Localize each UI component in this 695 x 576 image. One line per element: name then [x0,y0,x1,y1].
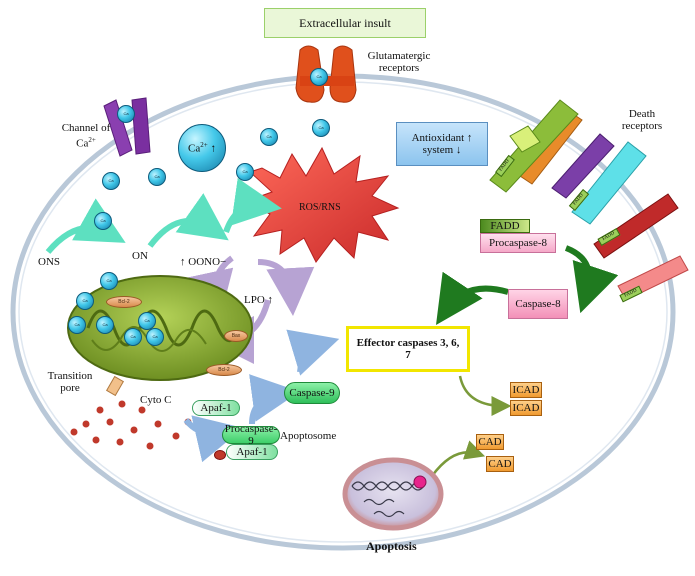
ros-rns-label: ROS/RNS [299,202,341,213]
apaf1-lower-pill: Apaf-1 [226,444,278,460]
cyto-c-label: Cyto C [140,394,172,406]
calcium-channel-shape [103,97,151,157]
apoptosome-label: Apoptosome [280,430,337,442]
calcium-ion-icon: Ca [96,316,114,334]
on-arrow [147,193,229,248]
oono-label: ↑ OONO− [180,256,227,268]
calcium-ion-icon: Ca [310,68,328,86]
calcium-ion-icon: Ca [260,128,278,146]
glutamatergic-receptors-label: Glutamatergic receptors [367,50,431,74]
calcium-ion-icon: Ca [76,292,94,310]
oono-arrow [223,178,282,234]
calcium-ion-icon: Ca [68,316,86,334]
antioxidant-system-box: Antioxidant ↑ system ↓ [396,122,488,166]
caspase9-pill: Caspase-9 [284,382,340,404]
lpo-label: LPO ↑ [244,294,274,306]
apoptosis-label: Apoptosis [366,539,417,553]
procaspase9-pill: Procaspase-9 [222,423,280,447]
caspase8-box: Caspase-8 [508,289,568,319]
fadd-box: FADD [480,219,530,233]
death-receptors-label: Death receptors [621,108,663,132]
calcium-ion-icon: Ca [138,312,156,330]
effector-icad-arrow [458,375,512,416]
calcium-ion-icon: Ca [146,328,164,346]
calcium-ion-icon: Ca [102,172,120,190]
icad-box-1: ICAD [510,382,542,398]
calcium-channel-label: Channel of Ca2+ [61,122,111,150]
ons-arrow [45,198,126,254]
cad-box-2: CAD [486,456,514,472]
dna-cleavage-point [413,475,427,489]
dna-cad-arrow [430,440,486,477]
caspase8-arrow [436,271,509,325]
extracellular-insult-box: Extracellular insult [264,8,426,38]
ons-label: ONS [38,256,61,268]
nucleus [342,457,444,531]
calcium-ion-icon: Ca [236,163,254,181]
calcium-ion-icon: Ca [117,105,135,123]
effector-caspases-box: Effector caspases 3, 6, 7 [346,326,470,372]
calcium-ion-icon: Ca [148,168,166,186]
apaf1-pill: Apaf-1 [192,400,240,416]
on-label: ON [132,250,148,262]
calcium-ion-icon: Ca [100,272,118,290]
procaspase8-arrow [564,245,619,314]
caspase9-arrow [286,329,340,376]
procaspase9-arrow [249,374,300,425]
cyto-c-bound-dot [214,450,226,460]
lpo-arrow-3 [257,259,315,316]
dna-strands [351,481,425,518]
apaf-arrow [183,415,244,463]
cad-box-1: CAD [476,434,504,450]
death-receptor-shapes [489,99,689,301]
procaspase8-box: Procaspase-8 [480,233,556,253]
transition-pore-label: Transition pore [47,370,93,394]
bax-protein: Bax [224,330,248,342]
extracellular-insult-label: Extracellular insult [299,16,391,30]
icad-box-2: ICAD [510,400,542,416]
calcium-ion-icon: Ca [94,212,112,230]
bcl2-protein: Bcl-2 [206,364,242,376]
calcium-ion-icon: Ca [312,119,330,137]
calcium-increase-icon: Ca2+ ↑ [178,124,226,172]
calcium-ion-icon: Ca [124,328,142,346]
bcl2-protein: Bcl-2 [106,296,142,308]
